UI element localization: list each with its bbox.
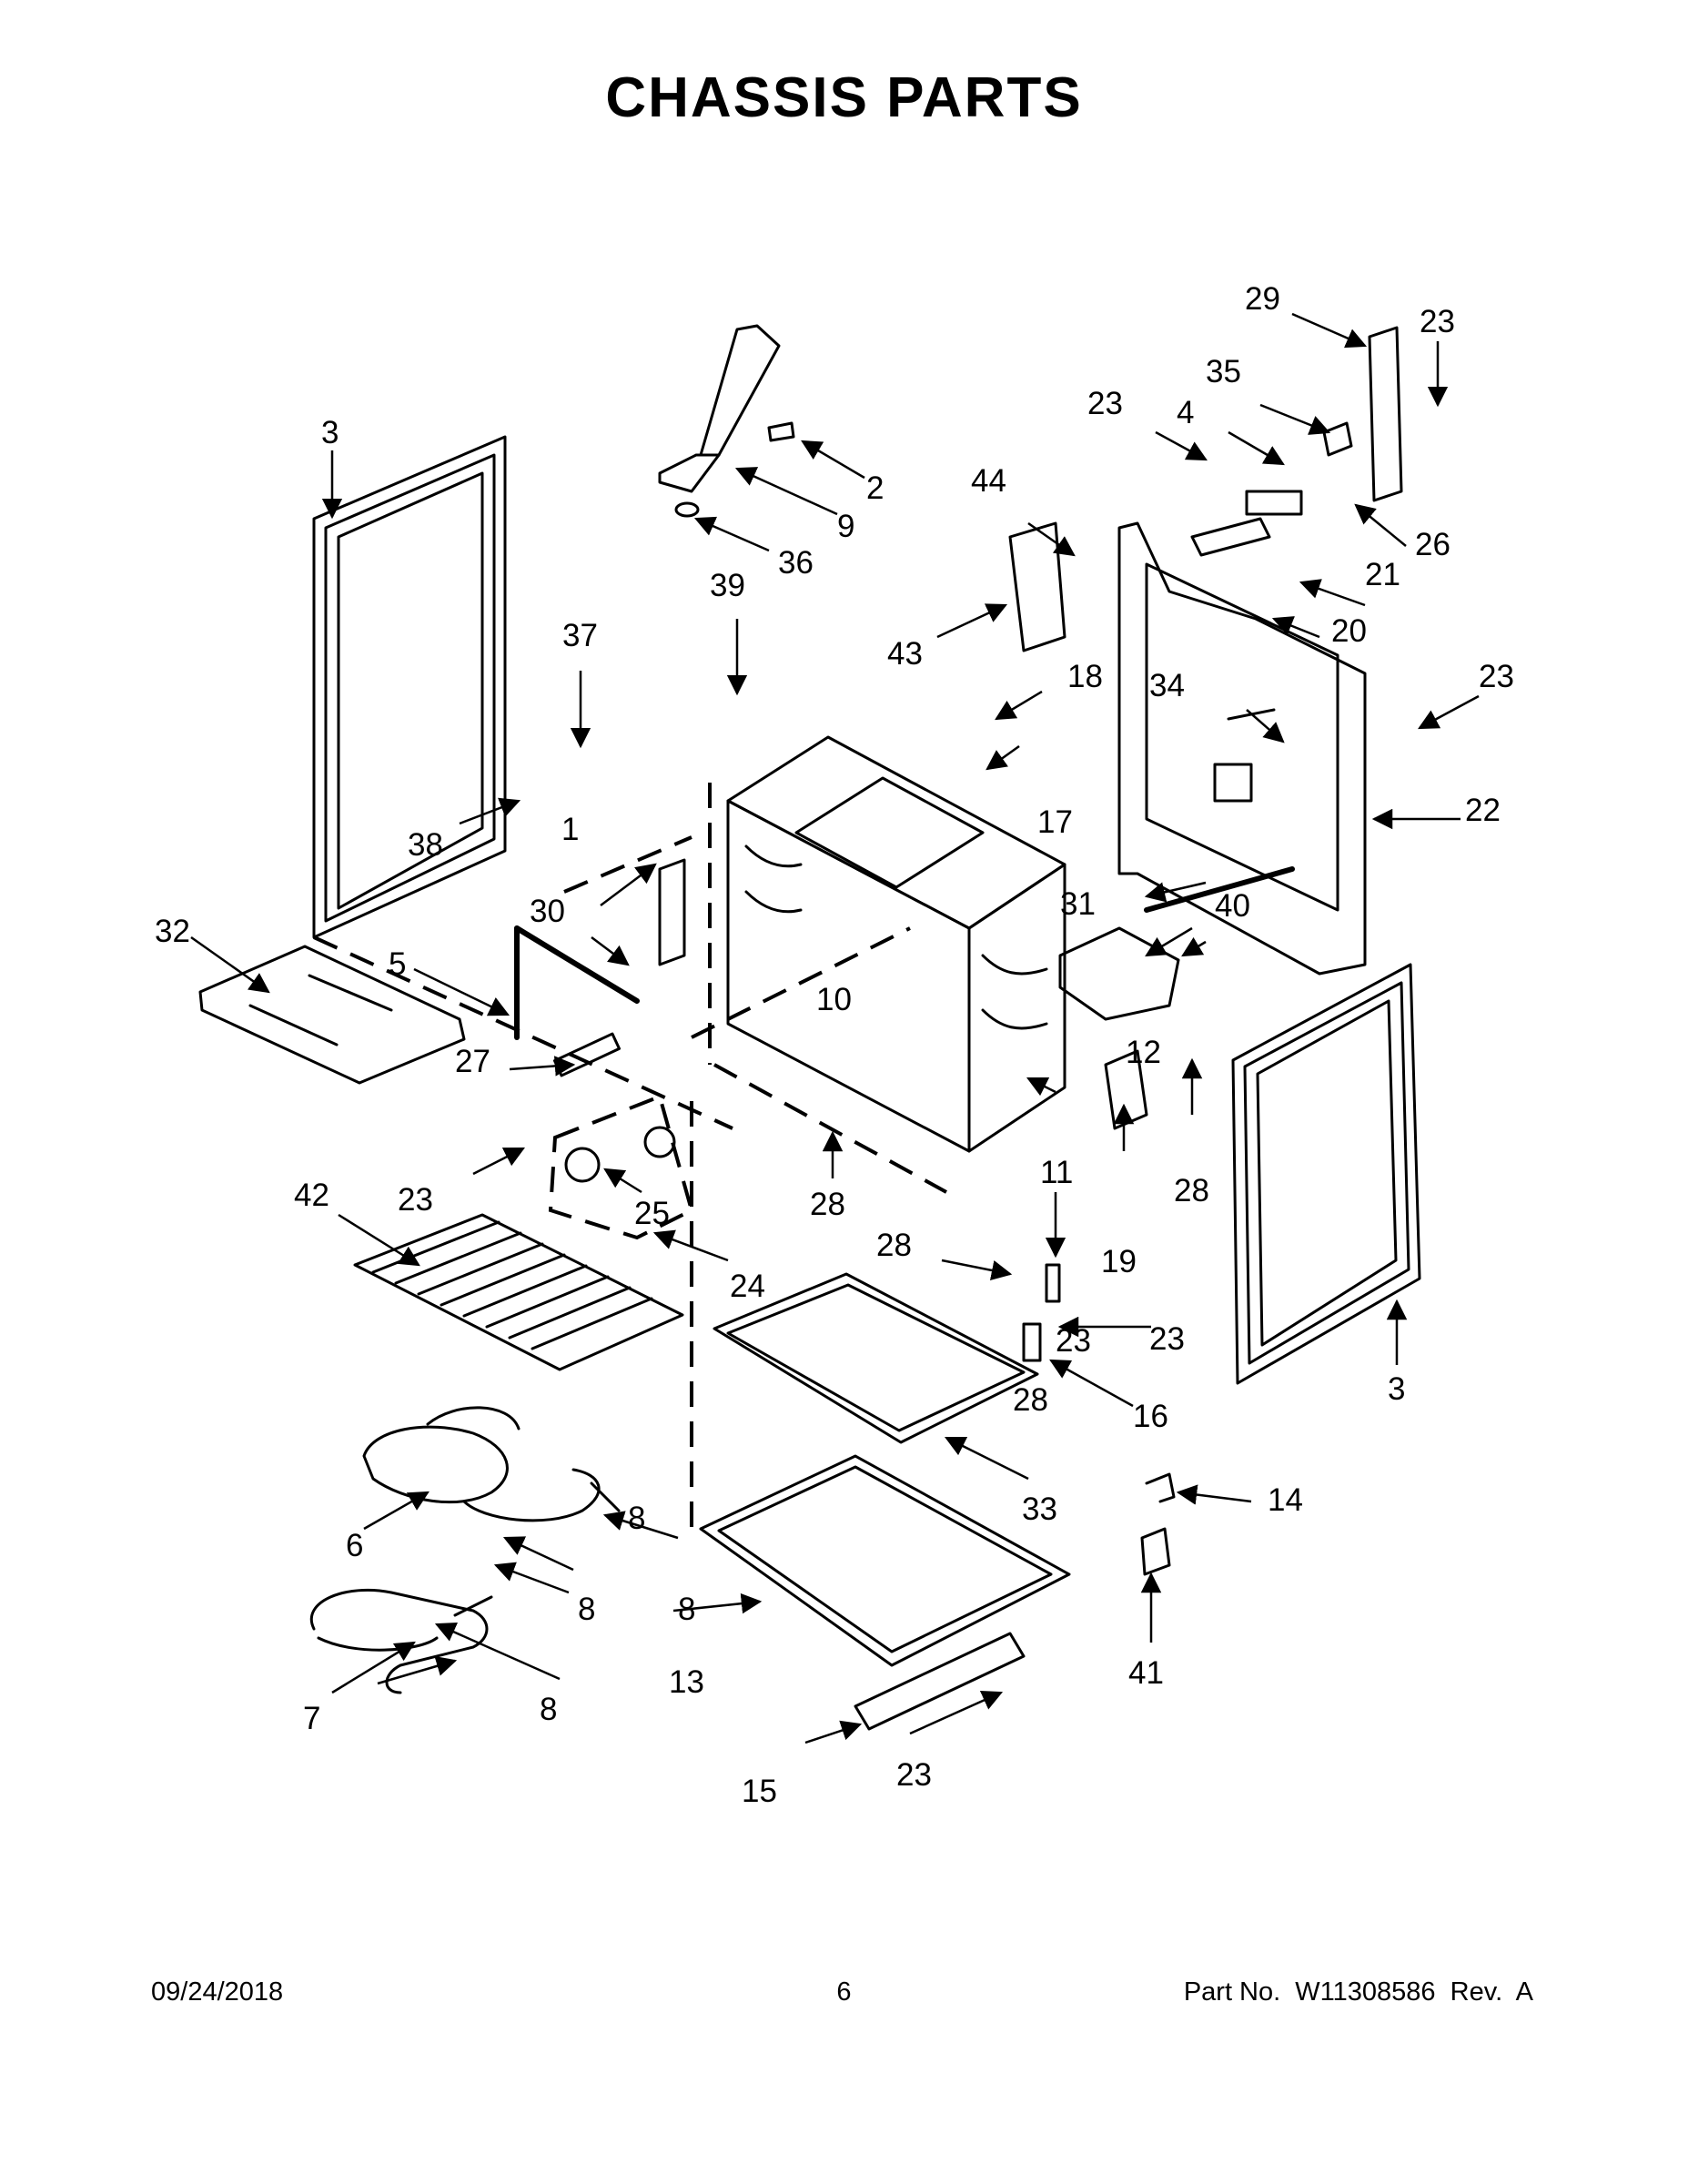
callout-labels: 1 2 3 3 4 5 6 7 8 8 8 8 9 10 11 12 13 14… (155, 281, 1514, 1809)
base-pan (699, 1454, 1071, 1667)
callout-7: 7 (303, 1701, 320, 1736)
leader-lines (190, 312, 1480, 1744)
door-latch (1104, 1049, 1148, 1130)
callout-19: 19 (1101, 1244, 1137, 1279)
callout-18: 18 (1067, 659, 1103, 694)
callout-39: 39 (710, 568, 745, 603)
control-bracket (1058, 926, 1180, 1021)
callout-31: 31 (1060, 886, 1096, 922)
callout-30: 30 (530, 894, 565, 929)
footer-part-number: Part No. W11308586 Rev. A (1183, 1977, 1533, 2007)
callout-28-a: 28 (810, 1187, 845, 1222)
callout-24: 24 (730, 1269, 765, 1304)
callout-23-c: 23 (1479, 659, 1514, 694)
callout-8-b: 8 (678, 1592, 695, 1627)
clip (1145, 1472, 1176, 1503)
bake-element (310, 1588, 493, 1694)
leveling-leg (1022, 1263, 1061, 1362)
callout-23-f: 23 (896, 1757, 932, 1793)
callout-13: 13 (669, 1664, 704, 1700)
gasket (1140, 1527, 1171, 1576)
callout-8-a: 8 (578, 1592, 595, 1627)
callout-9: 9 (837, 509, 854, 544)
callout-15: 15 (742, 1774, 777, 1809)
callout-1: 1 (561, 812, 579, 847)
callout-3-left: 3 (321, 415, 339, 450)
callout-2: 2 (866, 470, 884, 506)
callout-40: 40 (1215, 888, 1250, 924)
callout-43: 43 (887, 636, 923, 672)
callout-23-b: 23 (1420, 304, 1455, 339)
callout-33: 33 (1022, 1491, 1057, 1527)
callout-44: 44 (971, 463, 1006, 499)
callout-23-e: 23 (1149, 1321, 1185, 1357)
callout-8-c: 8 (540, 1692, 557, 1727)
callout-5: 5 (389, 946, 406, 982)
callout-8-d: 8 (628, 1501, 645, 1536)
callout-26: 26 (1415, 527, 1450, 562)
callout-17: 17 (1037, 804, 1073, 840)
callout-20: 20 (1331, 613, 1367, 649)
callout-42: 42 (294, 1178, 329, 1213)
callout-14: 14 (1268, 1482, 1303, 1518)
top-right-brackets (1190, 326, 1403, 557)
bottom-liner (713, 1272, 1039, 1444)
leveling-rail (854, 1632, 1026, 1731)
callout-10: 10 (816, 982, 852, 1017)
callout-21: 21 (1365, 557, 1400, 592)
page-title: CHASSIS PARTS (605, 66, 1083, 129)
oven-cavity (708, 735, 1066, 1194)
part-drawings (198, 324, 1421, 1731)
callout-4: 4 (1177, 395, 1194, 430)
footer-date: 09/24/2018 (151, 1977, 284, 2007)
callout-29: 29 (1245, 281, 1280, 317)
broil-element (362, 1406, 621, 1522)
callout-36: 36 (778, 545, 814, 581)
callout-3-right: 3 (1388, 1371, 1405, 1407)
callout-37: 37 (562, 618, 598, 653)
callout-11: 11 (1040, 1155, 1073, 1190)
callout-27: 27 (455, 1044, 490, 1079)
callout-6: 6 (346, 1528, 363, 1563)
right-side-panel (1231, 963, 1421, 1385)
callout-34: 34 (1149, 668, 1185, 703)
callout-16: 16 (1133, 1399, 1168, 1434)
callout-28-d: 28 (1013, 1382, 1048, 1418)
callout-28-c: 28 (876, 1228, 912, 1263)
rear-rod (1144, 866, 1295, 913)
top-bracket (658, 324, 795, 518)
oven-rack (353, 1213, 684, 1371)
callout-38: 38 (408, 827, 443, 863)
drawer-tray (198, 945, 466, 1085)
callout-12: 12 (1126, 1035, 1161, 1070)
callout-25: 25 (634, 1196, 670, 1231)
callout-23-a: 23 (1087, 386, 1123, 421)
callout-23-g: 23 (1056, 1323, 1091, 1359)
callout-41: 41 (1128, 1655, 1164, 1691)
footer-page-number: 6 (836, 1977, 852, 2007)
left-side-panel (312, 435, 507, 939)
callout-23-d: 23 (398, 1182, 433, 1218)
side-bracket (658, 858, 686, 966)
callout-22: 22 (1465, 793, 1501, 828)
callout-32: 32 (155, 914, 190, 949)
insulation-block (1008, 521, 1066, 652)
callout-28-b: 28 (1174, 1173, 1209, 1208)
callout-35: 35 (1206, 354, 1241, 389)
